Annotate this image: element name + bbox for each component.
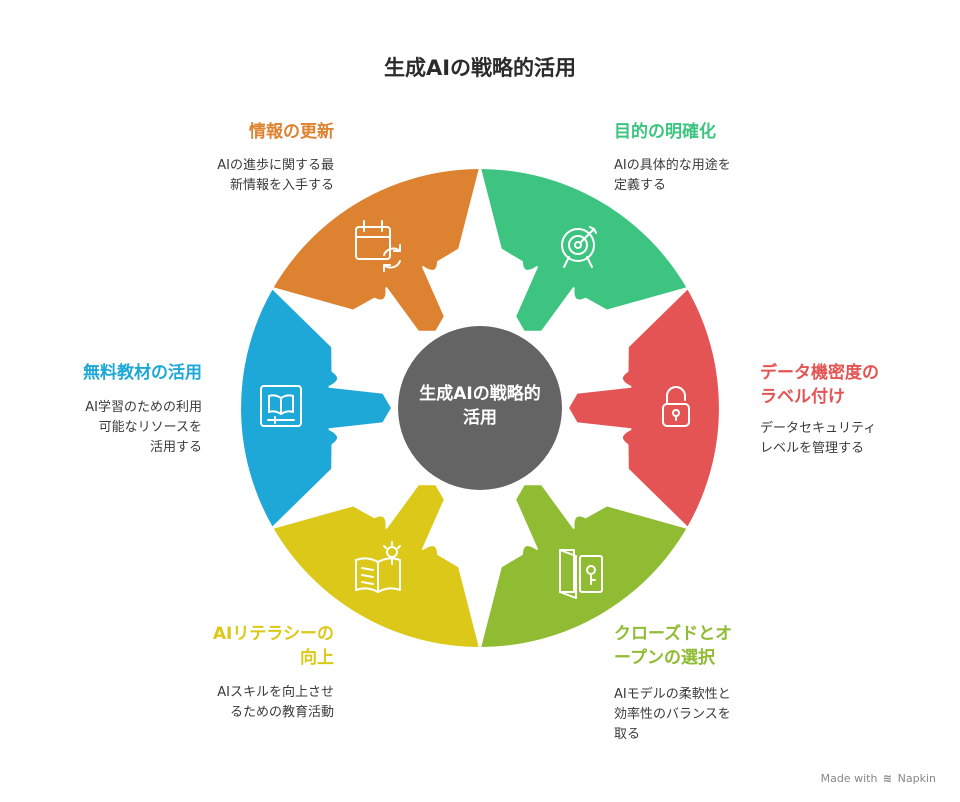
item-title-clarify-purpose: 目的の明確化	[614, 122, 716, 142]
unlock-icon	[662, 386, 690, 427]
segment-data-sensitivity	[567, 287, 721, 529]
footer-brand: Napkin	[897, 772, 936, 785]
item-title-ai-literacy: AIリテラシーの 向上	[212, 624, 334, 668]
center-label: 生成AIの戦略的 活用	[419, 384, 541, 428]
item-desc-ai-literacy: AIスキルを向上させ るための教育活動	[217, 685, 334, 720]
segment-clarify-purpose	[479, 167, 689, 333]
segment-closed-open	[479, 483, 689, 649]
calendar-refresh-icon	[355, 220, 401, 272]
segment-ai-literacy	[271, 483, 481, 649]
center-hub	[398, 326, 562, 490]
item-title-update-info: 情報の更新	[249, 122, 334, 142]
open-book-icon	[260, 385, 302, 427]
item-desc-data-sensitivity: データセキュリティ レベルを管理する	[760, 421, 877, 456]
footer-credit: Made with ≋ Napkin	[821, 772, 936, 785]
target-icon	[561, 226, 597, 268]
item-desc-clarify-purpose: AIの具体的な用途を 定義する	[614, 158, 731, 193]
item-desc-closed-open: AIモデルの柔軟性と 効率性のバランスを 取る	[614, 687, 731, 742]
item-desc-update-info: AIの進歩に関する最 新情報を入手する	[217, 158, 334, 193]
book-lightbulb-icon	[355, 541, 401, 593]
door-key-icon	[559, 549, 603, 599]
item-title-closed-open: クローズドとオ ープンの選択	[614, 624, 733, 668]
footer-prefix: Made with	[820, 772, 878, 785]
item-title-data-sensitivity: データ機密度の ラベル付け	[760, 363, 879, 407]
segment-free-materials	[239, 287, 393, 529]
item-desc-free-materials: AI学習のための利用 可能なリソースを 活用する	[85, 400, 202, 455]
page-title: 生成AIの戦略的活用	[383, 56, 577, 80]
segment-update-info	[271, 167, 481, 333]
napkin-logo-icon: ≋	[882, 772, 893, 785]
item-title-free-materials: 無料教材の活用	[83, 363, 202, 383]
